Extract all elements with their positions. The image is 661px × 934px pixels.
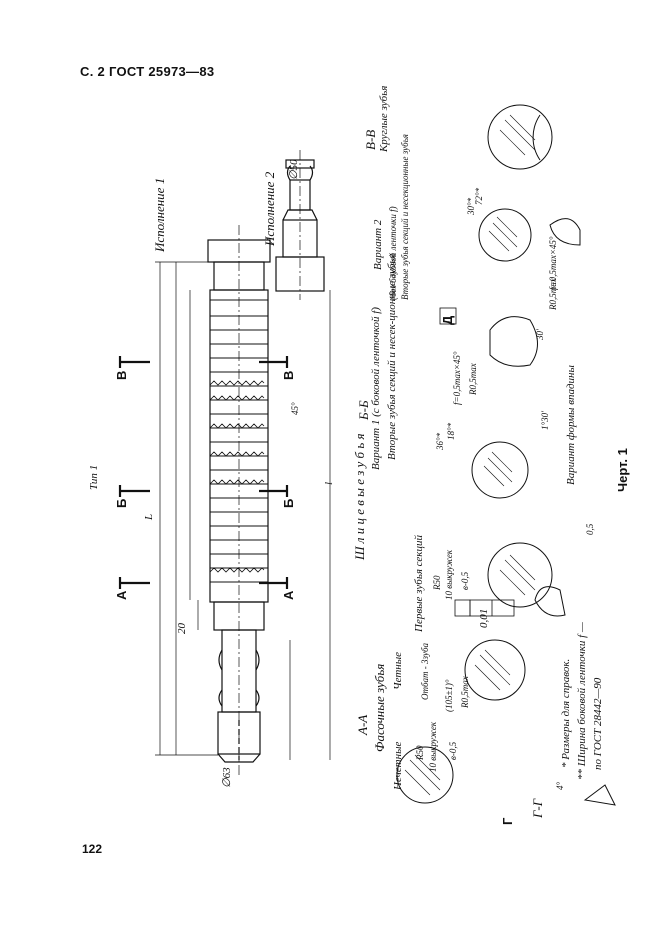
section-marks	[118, 356, 289, 589]
section-aa-title: А-А	[355, 714, 370, 735]
dim-r50-a: R50	[415, 745, 425, 761]
round-teeth-title: Круглые зубья	[378, 85, 390, 152]
dim-105: (105±1)°	[444, 679, 454, 712]
dim-72: 72°*	[474, 187, 484, 205]
section-vv-title: В-В	[363, 129, 378, 150]
dim-36: 36°*	[435, 432, 445, 450]
section-label-d: Д	[440, 315, 455, 325]
section-label-a-right: А	[281, 590, 296, 600]
even-label: Четные	[392, 651, 404, 690]
tolerance-value: 0,01	[478, 608, 490, 628]
variant2-desc2: Вторые зубья секций и несекционные зубья	[400, 134, 410, 300]
dim-10vykr-b: 10 выкружек	[444, 549, 454, 600]
note-2: ** Ширина боковой ленточки f —	[576, 622, 588, 780]
spline-teeth-title: Ш л и ц е в ы е з у б ь я	[352, 433, 367, 560]
dim-phi50: ∅50	[288, 159, 300, 180]
dim-r05max-b: R0,5max	[468, 363, 478, 395]
page-number: 122	[82, 842, 103, 856]
dim-l: l	[323, 481, 335, 485]
dim-4deg: 4°	[555, 781, 565, 790]
section-label-b-left: Б	[114, 498, 129, 508]
dim-45: 45°	[290, 402, 300, 415]
dim-r05max-c: R0,5max	[548, 278, 558, 310]
groove-variant-label: Вариант формы впадины	[565, 365, 577, 485]
section-views	[396, 104, 616, 806]
dim-30: 30'	[535, 329, 545, 340]
variant2-label: Вариант 2	[372, 219, 384, 270]
broach-shaft	[207, 225, 271, 775]
page-header: С. 2 ГОСТ 25973—83	[80, 64, 215, 79]
dim-f05-a: f=0,5max×45°	[452, 351, 462, 406]
section-label-a-left: А	[114, 590, 129, 600]
dim-b05-b: в-0,5	[460, 571, 470, 590]
variant2-desc: (без боковой ленточки f)	[388, 206, 398, 300]
dimension-lines	[155, 261, 331, 760]
odd-label: Нечетные	[392, 741, 404, 790]
dim-20: 20	[176, 623, 188, 634]
section-label-g: Г	[500, 817, 515, 825]
variant2-title: Исполнение 2	[262, 171, 277, 246]
dim-10vykr-a: 10 выкружек	[428, 721, 438, 772]
dim-05: 0,5	[585, 523, 595, 535]
dim-offset: Отбат - 3зуба	[420, 643, 430, 700]
section-label-v-left: В	[114, 370, 129, 380]
dim-r05max-a: R0,5max	[460, 676, 470, 708]
note-1: * Размеры для справок.	[560, 658, 572, 768]
variant1-label: Вариант 1 (с боковой ленточкой f)	[370, 307, 382, 470]
type-label: Тип 1	[88, 464, 100, 490]
dim-r50-b: R50	[432, 575, 442, 591]
dim-18: 18°*	[446, 422, 456, 440]
section-gg-title: Г-Г	[530, 798, 545, 818]
note-3: по ГОСТ 28442—90	[592, 677, 604, 770]
figure-caption: Черт. 1	[615, 448, 630, 492]
section-label-v-right: В	[281, 370, 296, 380]
dim-phi63: ∅63	[221, 767, 233, 788]
dim-1deg30: 1°30'	[540, 410, 550, 430]
dim-L: L	[143, 513, 155, 520]
shaped-teeth-title: Фасочные зубья	[372, 663, 387, 752]
variant2-shank	[275, 150, 325, 300]
first-teeth-label: Первые зубья секций	[413, 535, 425, 632]
section-label-b-right: Б	[281, 498, 296, 508]
variant1-title: Исполнение 1	[152, 177, 167, 252]
dim-b05-a: в-0,5	[448, 741, 458, 760]
